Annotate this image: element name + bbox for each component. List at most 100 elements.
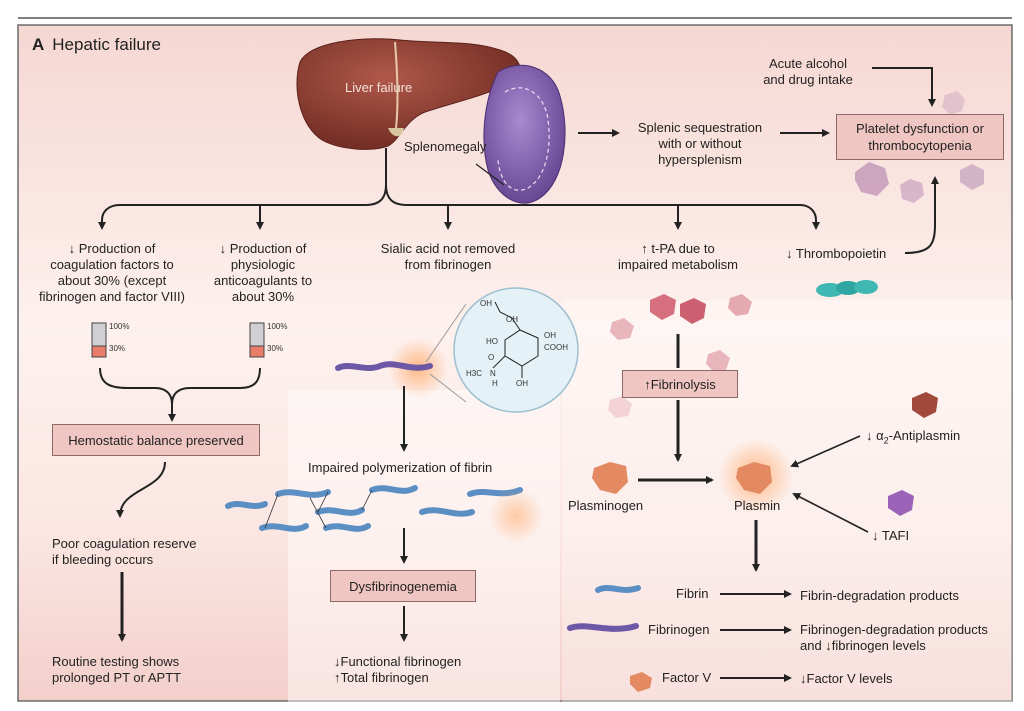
fibrinogen-products-line-1: Fibrinogen-degradation products	[800, 622, 988, 637]
arrow-thrombopoietin-to-platelet	[904, 176, 939, 254]
fibrinogen-molecule	[335, 361, 433, 371]
fibrinogen-products-line-2: and ↓fibrinogen levels	[800, 638, 926, 653]
sequestration-line-1: Splenic sequestration	[637, 120, 763, 135]
platelet-cells	[855, 91, 984, 203]
plasminogen-molecule	[592, 462, 628, 494]
platelet-dysfunction-box: Platelet dysfunction or thrombocytopenia	[836, 114, 1004, 160]
chem-h3c: H3C	[466, 369, 483, 378]
coag-factors-label: ↓ Production of coagulation factors to a…	[20, 241, 204, 305]
zoom-line-2	[429, 373, 467, 403]
antiplasmin-label: ↓ α2-Antiplasmin	[866, 428, 960, 449]
liver-label: Liver failure	[345, 80, 413, 95]
tpa-label: ↑ t-PA due to impaired metabolism	[612, 241, 744, 273]
chem-o: O	[488, 353, 495, 362]
coag-bar-100-label: 100%	[109, 322, 130, 331]
dysfibrinogenemia-box: Dysfibrinogenemia	[330, 570, 476, 602]
fibrin-glow	[488, 488, 544, 544]
fibrinolysis-box: ↑Fibrinolysis	[622, 370, 738, 398]
anticoag-bar-100-label: 100%	[267, 322, 288, 331]
anticoag-line-4: about 30%	[231, 289, 295, 304]
fibrinogen-label: Fibrinogen	[648, 622, 710, 637]
chem-oh-3: OH	[544, 331, 556, 340]
coag-factor-level-bar	[91, 322, 107, 358]
platelet-box-line-2: thrombocytopenia	[868, 138, 972, 153]
impaired-polymerization-label: Impaired polymerization of fibrin	[308, 460, 493, 475]
arrow-to-poor-reserve	[116, 461, 166, 518]
routine-line-2: prolonged PT or APTT	[52, 670, 182, 685]
liver-illustration	[296, 38, 521, 150]
thrombopoietin-molecule	[816, 280, 878, 297]
chem-oh-4: OH	[516, 379, 528, 388]
arrow-tafi-inhibit	[792, 493, 869, 533]
coag-line-4: fibrinogen and factor VIII)	[39, 289, 185, 304]
chem-ho: HO	[486, 337, 498, 346]
sialic-acid-structure	[492, 301, 539, 378]
antiplasmin-molecule	[912, 392, 938, 418]
chem-n: N	[490, 369, 496, 378]
hemostatic-balance-box: Hemostatic balance preserved	[52, 424, 260, 456]
zoom-line-1	[425, 303, 467, 363]
tafi-label: ↓ TAFI	[872, 528, 910, 543]
gallbladder	[388, 128, 404, 137]
anticoag-label: ↓ Production of physiologic anticoagulan…	[200, 241, 326, 305]
routine-testing-label: Routine testing shows prolonged PT or AP…	[52, 654, 181, 686]
spleen-label: Splenomegaly	[404, 139, 487, 154]
sialic-acid-label: Sialic acid not removed from fibrinogen	[368, 241, 528, 273]
antiplasmin-subscript: 2	[883, 435, 889, 446]
branch-left	[98, 204, 366, 230]
thrombopoietin-label: ↓ Thrombopoietin	[786, 246, 887, 261]
coag-line-2: coagulation factors to	[50, 257, 174, 272]
antiplasmin-text: -Antiplasmin	[888, 428, 961, 443]
fibrin-molecule-small	[595, 585, 641, 593]
sialic-line-1: Sialic acid not removed	[380, 241, 516, 256]
panel-title: A Hepatic failure	[32, 35, 161, 54]
chem-oh-2: OH	[506, 315, 518, 324]
anticoag-bar-30-label: 30%	[267, 344, 284, 353]
spleen-illustration	[483, 64, 566, 204]
tpa-line-1: ↑ t-PA due to	[641, 241, 715, 256]
factor-v-label: Factor V	[662, 670, 712, 685]
tpa-line-2: impaired metabolism	[618, 257, 738, 272]
poor-reserve-line-2: if bleeding occurs	[52, 552, 154, 567]
fibrinogen-molecule-small	[567, 623, 639, 632]
arrow-antiplasmin-inhibit	[790, 435, 861, 468]
splenomegaly-pointer	[475, 163, 505, 186]
factor-v-levels-label: ↓Factor V levels	[800, 671, 893, 686]
sequestration-label: Splenic sequestration with or without hy…	[620, 120, 780, 168]
tpa-molecules	[608, 294, 752, 418]
liver-ligament	[394, 41, 399, 129]
plasmin-label: Plasmin	[734, 498, 781, 513]
sequestration-line-3: hypersplenism	[658, 152, 742, 167]
alcohol-line-2: and drug intake	[763, 72, 853, 87]
chem-cooh: COOH	[544, 343, 568, 352]
sialic-acid-inset	[453, 287, 579, 413]
anticoag-line-1: ↓ Production of	[219, 241, 307, 256]
middle-column-panel	[288, 390, 560, 702]
coag-line-3: about 30% (except	[57, 273, 167, 288]
sialic-line-2: from fibrinogen	[404, 257, 492, 272]
tafi-molecule	[888, 490, 914, 516]
plasminogen-label: Plasminogen	[568, 498, 644, 513]
arrow-alcohol-to-platelet	[872, 67, 936, 107]
fibrinogen-products-label: Fibrinogen-degradation products and ↓fib…	[800, 622, 988, 654]
panel-letter: A	[32, 35, 45, 54]
poor-reserve-line-1: Poor coagulation reserve	[52, 536, 197, 551]
panel-title-text: Hepatic failure	[52, 35, 161, 54]
chem-oh-1: OH	[480, 299, 492, 308]
poor-reserve-label: Poor coagulation reserve if bleeding occ…	[52, 536, 197, 568]
fibrin-products-label: Fibrin-degradation products	[800, 588, 959, 603]
routine-line-1: Routine testing shows	[52, 654, 180, 669]
plasmin-molecule	[736, 462, 772, 494]
antiplasmin-arrow: ↓ α	[866, 428, 884, 443]
fibrin-label: Fibrin	[676, 586, 709, 601]
anticoag-line-3: anticoagulants to	[213, 273, 313, 288]
functional-fibrinogen-label: ↓Functional fibrinogen	[334, 654, 462, 669]
chem-h: H	[492, 379, 498, 388]
alcohol-line-1: Acute alcohol	[768, 56, 848, 71]
sequestration-line-2: with or without	[658, 136, 742, 151]
spleen-outline-dashed	[497, 87, 550, 191]
right-column-panel	[562, 300, 1012, 702]
total-fibrinogen-label: ↑Total fibrinogen	[334, 670, 429, 685]
anticoag-level-bar	[249, 322, 265, 358]
